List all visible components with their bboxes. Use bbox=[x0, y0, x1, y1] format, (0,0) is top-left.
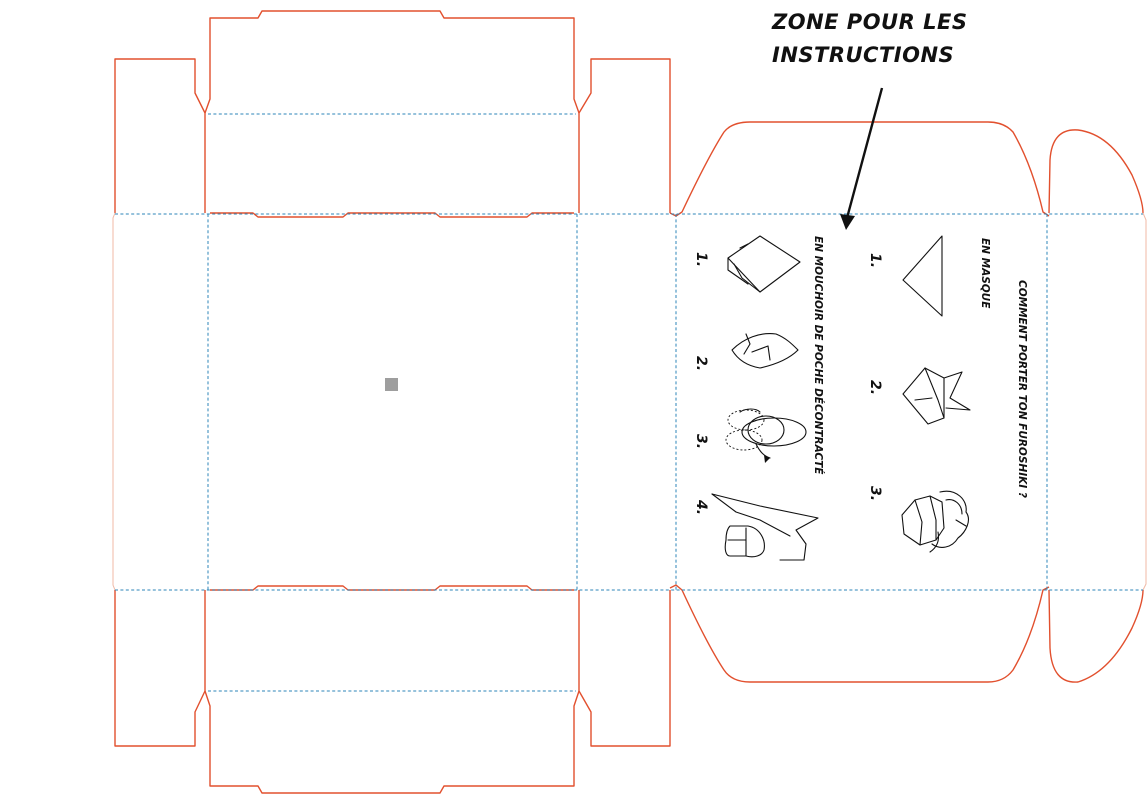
pocket-step3-lotus-icon bbox=[725, 408, 807, 463]
callout-arrow-shaft bbox=[845, 87, 884, 219]
section-mask-label: EN MASQUE bbox=[979, 238, 991, 309]
top-left-flap bbox=[114, 58, 206, 213]
right-tuck-flap bbox=[1048, 129, 1144, 214]
pocket-step-4: 4. bbox=[693, 499, 709, 515]
right-tuck-edge bbox=[1142, 212, 1147, 591]
mask-step1-triangle-icon bbox=[902, 235, 943, 317]
instructions-title: COMMENT PORTER TON FUROSHIKI ? bbox=[1016, 280, 1028, 498]
fold-lines bbox=[115, 113, 1143, 692]
pocket-step-3: 3. bbox=[693, 434, 709, 449]
left-side-edge bbox=[112, 212, 116, 591]
pocket-step-2: 2. bbox=[693, 356, 709, 371]
callout-line1: ZONE POUR LES bbox=[771, 10, 967, 34]
mask-step-3: 3. bbox=[867, 486, 883, 501]
mask-step2-fold-icon bbox=[902, 367, 971, 425]
bottom-right-flap bbox=[578, 590, 671, 747]
lid-top-flap bbox=[669, 121, 1050, 217]
top-dust-flap bbox=[204, 10, 580, 114]
bottom-notch bbox=[210, 585, 574, 591]
bottom-left-flap bbox=[114, 590, 206, 747]
section-pocket-label: EN MOUCHOIR DE POCHE DÉCONTRACTÉ bbox=[812, 236, 825, 475]
cut-lines bbox=[112, 10, 1147, 794]
callout-arrow-head-icon bbox=[840, 214, 855, 230]
pocket-step4-handkerchief-icon bbox=[711, 493, 819, 561]
top-notch bbox=[210, 212, 574, 218]
callout-line2: INSTRUCTIONS bbox=[772, 43, 954, 67]
mask-step-2: 2. bbox=[867, 380, 883, 395]
pocket-step2-fold-icon bbox=[731, 333, 799, 369]
right-tuck-flap-bottom bbox=[1048, 589, 1144, 683]
callout: ZONE POUR LES INSTRUCTIONS bbox=[771, 10, 967, 230]
mask-step-1: 1. bbox=[867, 253, 883, 268]
bottom-dust-flap bbox=[204, 690, 580, 794]
lid-bottom-flap bbox=[669, 584, 1050, 683]
top-right-flap bbox=[578, 58, 671, 213]
center-marker bbox=[385, 378, 398, 391]
pocket-step-1: 1. bbox=[693, 252, 709, 267]
pocket-step1-diamond-icon bbox=[727, 235, 801, 293]
instructions-panel: COMMENT PORTER TON FUROSHIKI ? EN MASQUE… bbox=[693, 235, 1028, 561]
mask-step3-face-icon bbox=[901, 490, 969, 553]
